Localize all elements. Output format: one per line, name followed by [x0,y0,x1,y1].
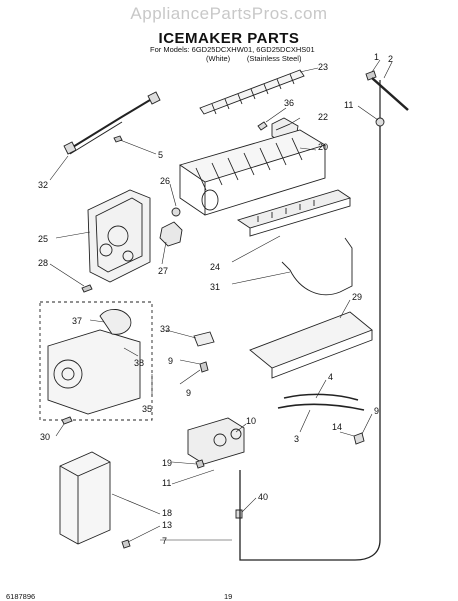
part-14-clamp [353,432,365,445]
callout-3: 3 [294,434,299,444]
callout-29: 29 [352,292,362,302]
part-40-fitting [235,509,243,519]
callout-30: 30 [40,432,50,442]
part-28-screw [81,284,93,293]
callout-20: 20 [318,142,328,152]
part-24-stripper [236,189,352,237]
callout-24: 24 [210,262,220,272]
part-30-screw [61,416,73,425]
doc-number: 6187896 [6,592,36,601]
part-7-water-line [239,122,381,561]
callout-14: 14 [332,422,342,432]
callout-5: 5 [158,150,163,160]
callout-7: 7 [162,536,167,546]
part-26-bearing [171,207,181,217]
part-9-screw-a [199,361,209,373]
callout-36: 36 [284,98,294,108]
part-2-fill-tube [371,77,409,118]
callout-1: 1 [374,52,379,62]
callout-33: 33 [160,324,170,334]
part-36-screw [257,121,268,131]
model-info: For Models: 6GD25DCXHW01, 6GD25DCXHS01 (… [150,45,315,63]
callout-9-a: 9 [168,356,173,366]
model-list: For Models: 6GD25DCXHW01, 6GD25DCXHS01 [150,45,315,54]
part-29-cover [249,311,373,379]
callout-25: 25 [38,234,48,244]
leader-lines [49,59,393,543]
callout-32: 32 [38,180,48,190]
callout-19: 19 [162,458,172,468]
part-10-water-valve [187,417,245,465]
page-number: 19 [224,592,233,601]
model-white-note: (White) [206,54,231,63]
callout-13: 13 [162,520,172,530]
model-stainless-note: (Stainless Steel) [246,54,302,63]
callout-40: 40 [258,492,268,502]
part-3-tube [277,403,365,411]
callout-31: 31 [210,282,220,292]
callout-11-top: 11 [344,100,353,110]
callout-38: 38 [134,358,144,368]
callout-2: 2 [388,54,393,64]
part-27-coupler [159,221,183,247]
callout-27: 27 [158,266,168,276]
callout-4: 4 [328,372,333,382]
callout-37: 37 [72,316,82,326]
part-31-shutoff-arm [281,237,353,296]
part-4-tube [283,393,359,401]
part-25-housing [87,189,151,283]
callout-23: 23 [318,62,328,72]
callout-18: 18 [162,508,172,518]
page-title: ICEMAKER PARTS [158,30,300,47]
part-20-ice-mold [178,129,327,216]
part-19-screw [195,459,205,469]
callout-9-b: 9 [186,388,191,398]
part-5-clip [113,135,123,143]
part-18-cover-box [59,451,111,545]
callout-labels: 1 2 23 36 11 22 5 20 26 32 25 28 27 24 3… [38,52,393,546]
callout-28: 28 [38,258,48,268]
callout-35: 35 [142,404,152,414]
callout-9-c: 9 [374,406,379,416]
part-23-ejector-blade [199,69,305,115]
part-33-bracket [193,331,215,347]
part-13-screw [121,539,131,549]
callout-11-bottom: 11 [162,478,171,488]
module-assembly-box [39,301,153,421]
callout-26: 26 [160,176,170,186]
watermark-text: AppliancePartsPros.com [130,4,328,23]
callout-10: 10 [246,416,256,426]
part-32-wire-harness [63,91,161,155]
callout-22: 22 [318,112,328,122]
